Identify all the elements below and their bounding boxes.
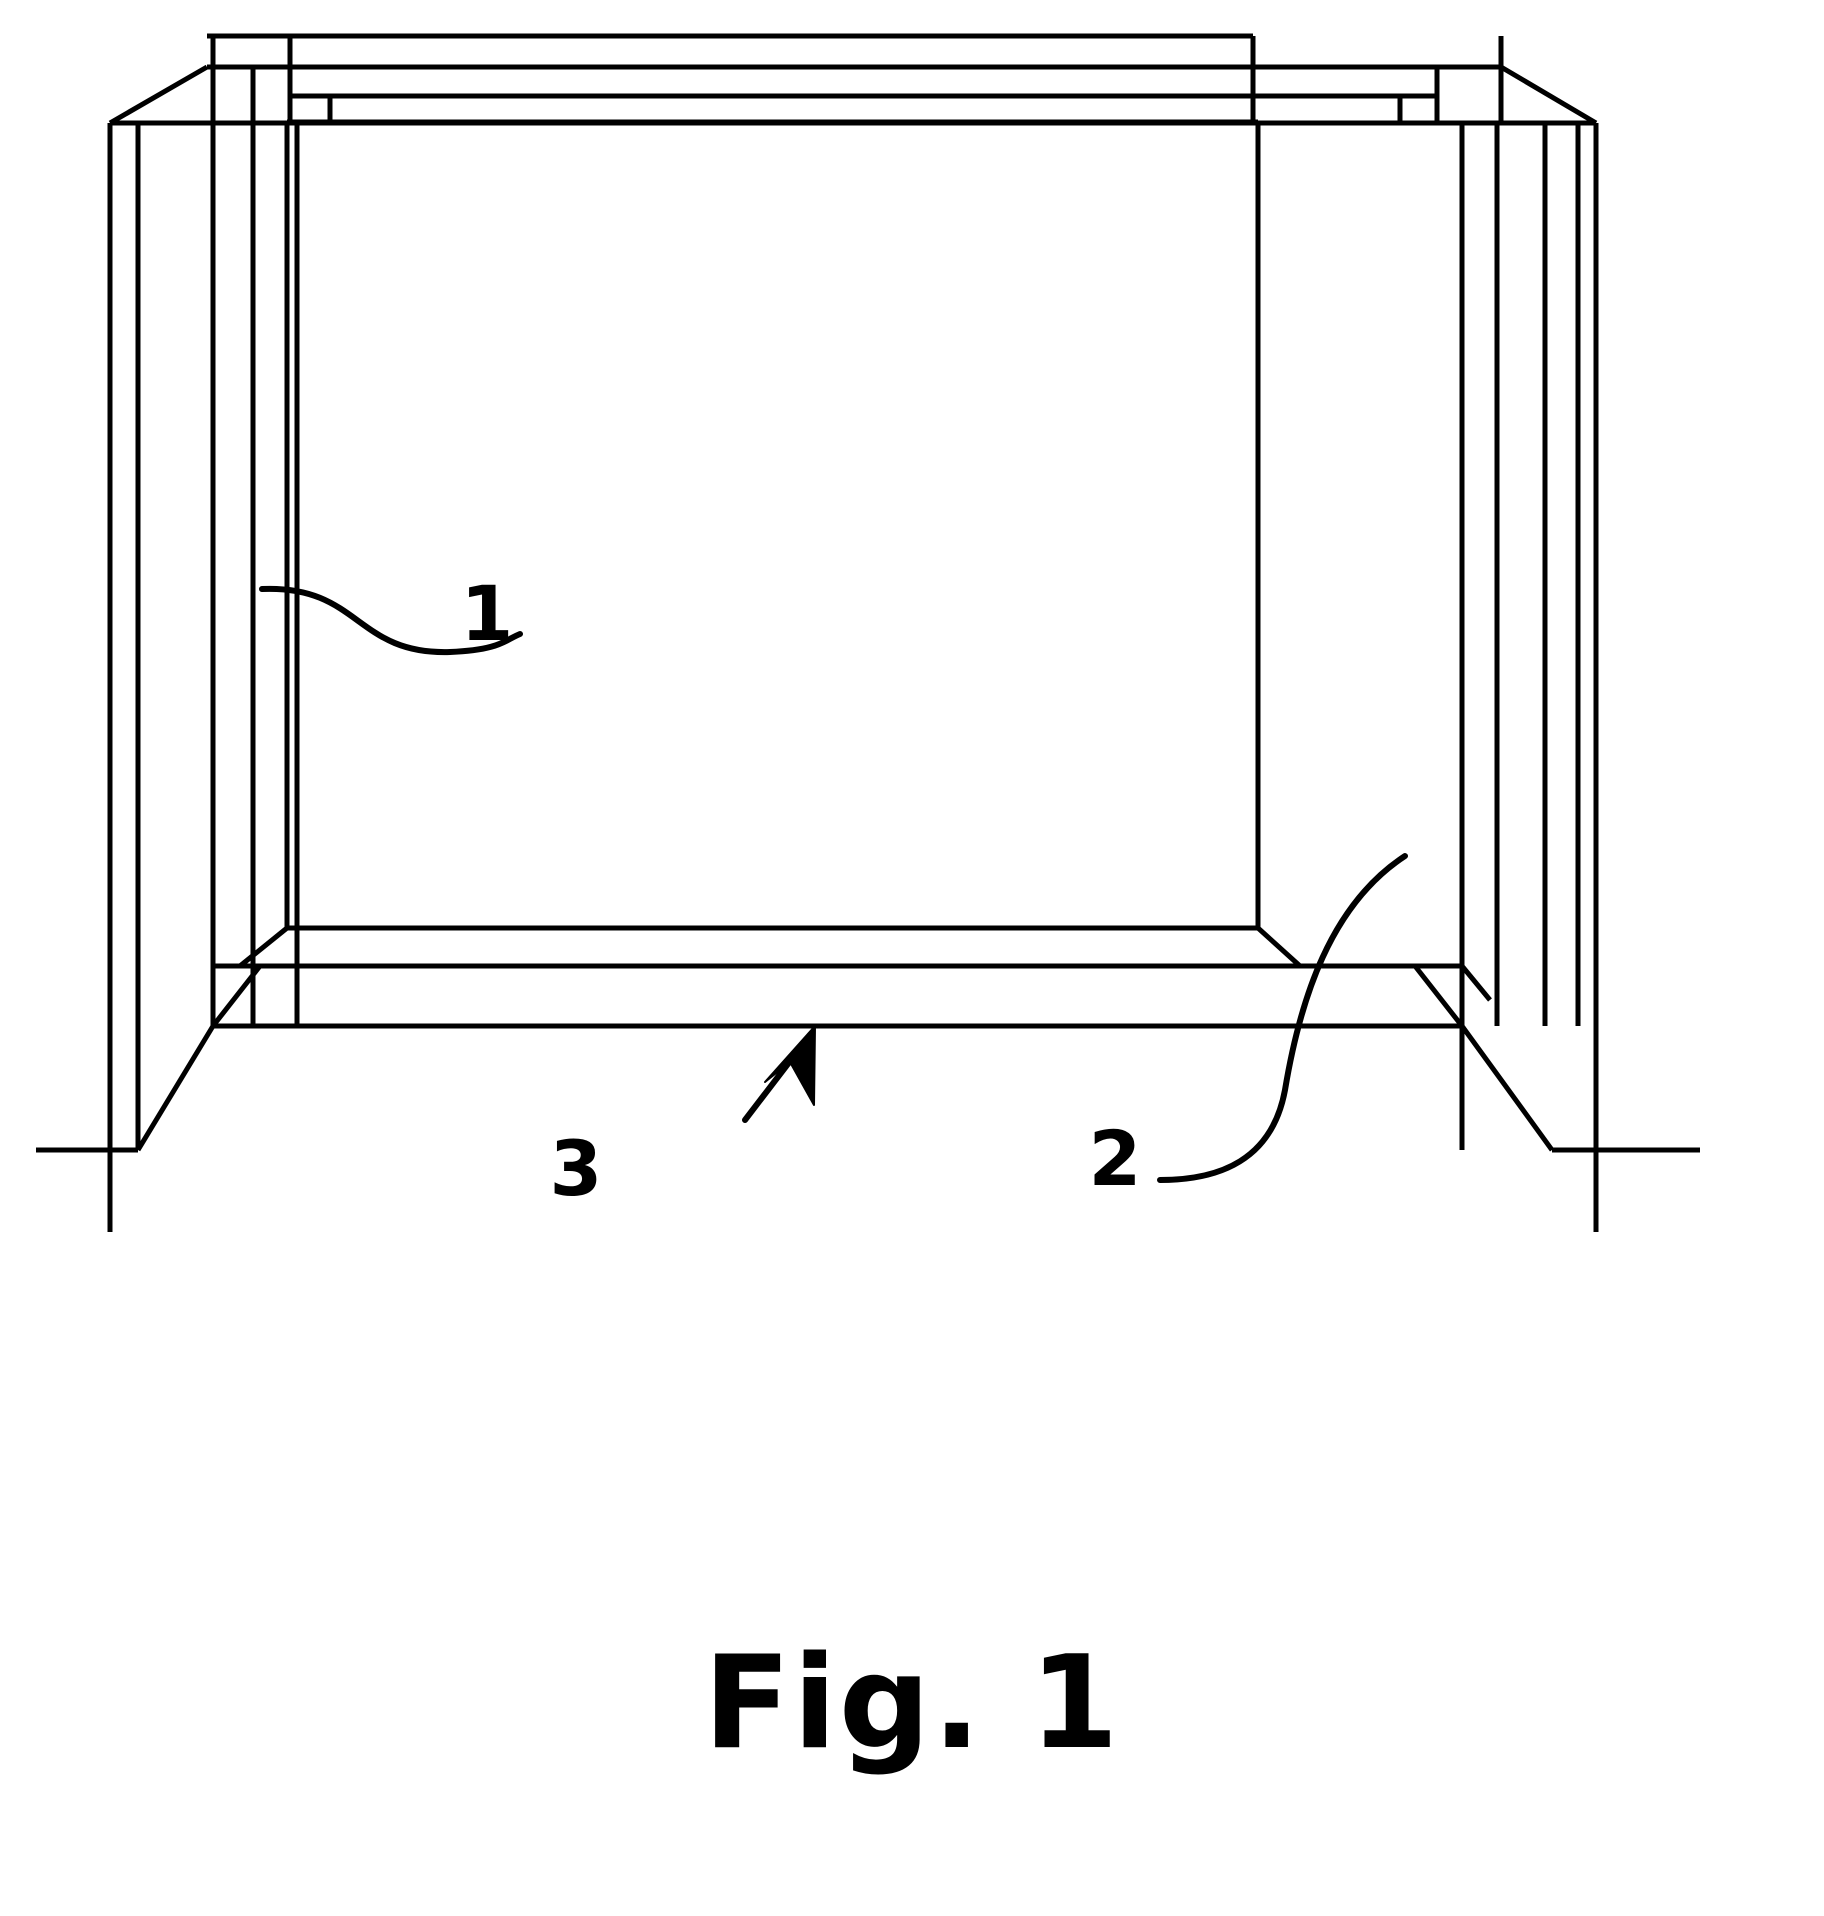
reference-numeral-3: 3: [550, 1124, 603, 1213]
sill-right-mitre: [1256, 926, 1302, 968]
top-left-chamfer-line: [108, 64, 209, 126]
leader-arrow-3: [742, 1025, 816, 1123]
sill-left-mitre: [238, 926, 289, 968]
right-foot-diagonal: [1459, 1024, 1555, 1152]
frame-line-work: [36, 33, 1700, 1232]
leader-line-1: [259, 585, 523, 656]
reference-numeral-2: 2: [1089, 1114, 1142, 1203]
left-foot-diagonal: [135, 1024, 216, 1152]
right-sill-small-mitre: [1460, 964, 1492, 1002]
leader-line-2: [1157, 853, 1408, 1183]
arrow-head-3: [764, 1025, 816, 1106]
leader-lines: [259, 585, 1408, 1183]
figure-caption: Fig. 1: [703, 1629, 1121, 1778]
reference-numeral-1: 1: [461, 569, 514, 658]
frame-bottom-right-mitre: [1413, 964, 1464, 1028]
frame-bottom-left-mitre: [211, 964, 262, 1028]
top-right-chamfer-line: [1499, 64, 1598, 126]
